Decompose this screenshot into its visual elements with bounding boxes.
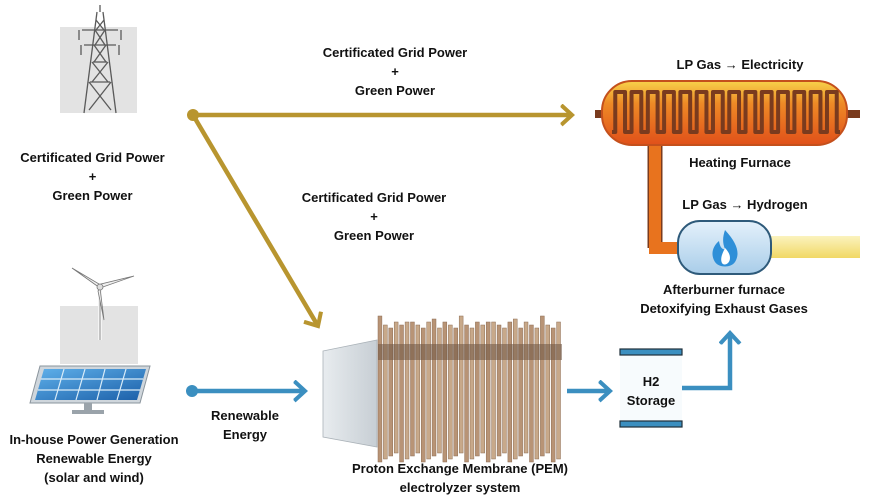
transmission-tower-icon [60,5,137,114]
pem-membrane-plate [545,324,550,454]
pem-membrane-plate [426,321,431,460]
pem-membrane-plate [399,324,404,463]
pem-membrane-plate [556,321,561,460]
pem-membrane-plate [431,318,437,457]
solar-panel-icon [29,365,151,414]
pem-membrane-plate [421,327,426,463]
inhouse-generation-label: In-house Power Generation Renewable Ener… [9,432,179,485]
h2-storage-label: H2 Storage [626,374,676,408]
middle-arrow-label: Certificated Grid Power + Green Power [301,190,447,243]
pem-membrane-plate [383,324,388,460]
grid-to-electrolyzer-arrow [191,113,318,326]
pem-membrane-plate [507,321,513,463]
pem-membrane-plate [404,321,410,460]
pem-membrane-plate [540,315,545,457]
heating-coil [612,90,840,134]
pem-membrane-plate [513,318,518,460]
afterburner-furnace-icon [677,220,772,275]
grid-power-arrows [187,109,572,326]
pem-membrane-plate [388,327,393,457]
lp-gas-electricity-label: LP Gas → Electricity [676,57,804,72]
pem-membrane-plate [469,327,475,460]
renewable-energy-arrow [186,385,305,397]
heating-furnace-label: Heating Furnace [689,155,791,170]
clean-exhaust-pipe [765,236,860,258]
pem-membrane-plate [437,327,442,454]
pem-membrane-plate [496,324,502,457]
pem-membrane-plate [458,315,464,454]
pem-membrane-stack [377,315,562,463]
pem-membrane-plate [410,321,415,457]
top-arrow-label: Certificated Grid Power + Green Power [322,45,468,98]
pem-membrane-plate [377,315,383,463]
pem-membrane-plate [453,327,458,457]
pem-membrane-plate [534,327,540,460]
pem-membrane-plate [518,327,523,457]
grid-power-label: Certificated Grid Power + Green Power [20,150,165,203]
pem-membrane-plate [464,324,469,463]
pem-manifold-band [378,344,562,360]
h2-storage-tank-icon [619,348,683,428]
flame-icon [712,230,738,267]
lp-gas-hydrogen-label: LP Gas → Hydrogen [682,197,808,212]
pem-membrane-plate [448,324,453,460]
pem-membrane-plate [502,327,507,454]
pem-label: Proton Exchange Membrane (PEM) electroly… [352,461,568,495]
pem-membrane-plate [491,321,496,460]
afterburner-label: Afterburner furnace Detoxifying Exhaust … [640,282,808,316]
pem-membrane-plate [550,327,556,463]
pem-membrane-plate [475,321,480,457]
pem-membrane-plate [442,321,448,463]
storage-to-afterburner-arrow [682,333,730,391]
heating-furnace-icon [595,80,860,146]
pem-membrane-plate [415,324,421,454]
pem-membrane-plate [529,324,534,463]
pem-electrolyzer-icon [322,315,562,463]
pem-membrane-plate [523,321,529,454]
pem-membrane-plate [393,321,399,454]
exhaust-pipe [649,144,682,254]
wind-turbine-icon [60,267,138,364]
renewable-energy-label: Renewable Energy [211,408,279,442]
pem-membrane-plate [485,321,491,463]
pem-membrane-plate [480,324,485,454]
